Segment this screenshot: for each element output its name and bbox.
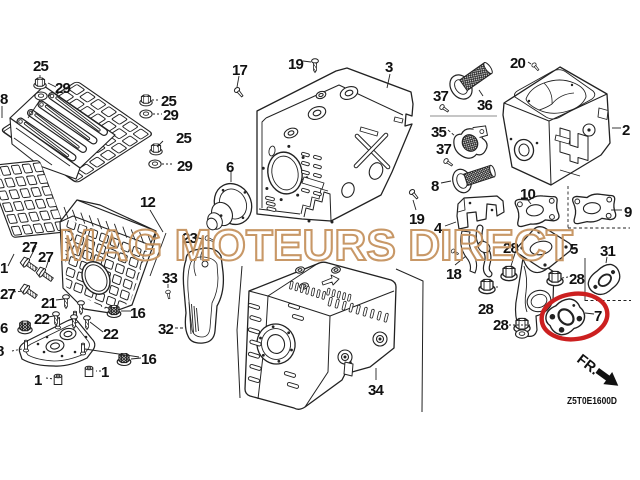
- svg-text:16: 16: [130, 305, 146, 322]
- svg-text:28: 28: [493, 317, 509, 334]
- svg-text:Z5T0E1600D: Z5T0E1600D: [567, 395, 617, 407]
- svg-text:1: 1: [34, 372, 42, 389]
- svg-text:27: 27: [38, 249, 54, 266]
- svg-text:6: 6: [0, 320, 8, 337]
- svg-text:25: 25: [33, 58, 49, 75]
- svg-text:32: 32: [158, 321, 174, 338]
- svg-text:1: 1: [0, 260, 8, 277]
- svg-text:6: 6: [226, 159, 234, 176]
- svg-text:22: 22: [34, 311, 50, 328]
- svg-text:16: 16: [141, 351, 157, 368]
- svg-text:27: 27: [22, 239, 38, 256]
- svg-text:28: 28: [478, 301, 494, 318]
- svg-text:17: 17: [232, 62, 248, 79]
- svg-text:25: 25: [176, 130, 192, 147]
- svg-text:25: 25: [161, 93, 177, 110]
- svg-text:7: 7: [594, 308, 602, 325]
- svg-text:37: 37: [433, 88, 449, 105]
- svg-text:20: 20: [510, 55, 526, 72]
- svg-text:8: 8: [431, 178, 439, 195]
- svg-text:19: 19: [409, 211, 425, 228]
- svg-text:28: 28: [569, 271, 585, 288]
- svg-text:12: 12: [140, 194, 156, 211]
- svg-text:19: 19: [288, 56, 304, 73]
- svg-text:21: 21: [41, 295, 57, 312]
- svg-text:34: 34: [368, 382, 385, 399]
- svg-text:29: 29: [55, 80, 71, 97]
- svg-text:8: 8: [0, 343, 4, 360]
- svg-text:5: 5: [570, 241, 578, 258]
- svg-text:22: 22: [103, 326, 119, 343]
- svg-text:28: 28: [503, 240, 519, 257]
- svg-text:8: 8: [0, 91, 8, 108]
- svg-text:9: 9: [624, 204, 632, 221]
- svg-text:2: 2: [622, 122, 630, 139]
- svg-text:23: 23: [182, 230, 198, 247]
- svg-text:29: 29: [177, 158, 193, 175]
- svg-text:18: 18: [446, 266, 462, 283]
- svg-text:10: 10: [520, 186, 536, 203]
- svg-text:36: 36: [477, 97, 493, 114]
- svg-text:35: 35: [431, 124, 447, 141]
- svg-text:3: 3: [385, 59, 393, 76]
- svg-text:31: 31: [600, 243, 616, 260]
- svg-text:33: 33: [162, 270, 178, 287]
- svg-text:4: 4: [434, 220, 443, 237]
- svg-text:1: 1: [101, 364, 109, 381]
- svg-text:MAG MOTEURS DIRECT: MAG MOTEURS DIRECT: [59, 221, 573, 270]
- svg-text:27: 27: [0, 286, 16, 303]
- svg-text:29: 29: [163, 107, 179, 124]
- svg-text:37: 37: [436, 141, 452, 158]
